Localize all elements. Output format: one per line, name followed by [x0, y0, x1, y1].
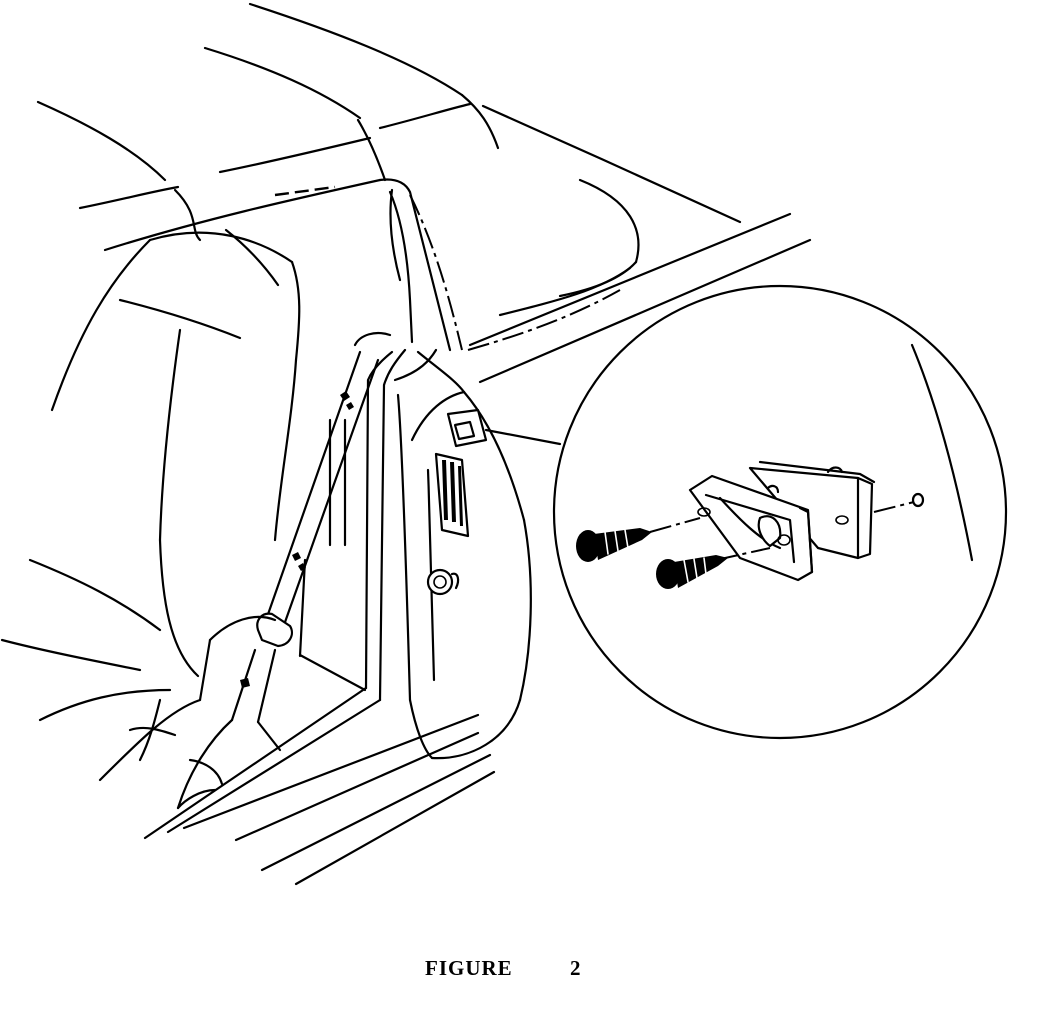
screw-upper	[576, 528, 652, 562]
seat	[0, 228, 301, 782]
figure-label: FIGURE	[425, 956, 513, 980]
striker-assembly-exploded	[649, 460, 925, 582]
detail-callout-circle	[552, 284, 1008, 740]
jamb-hardware	[426, 408, 562, 596]
roll-bar-pillar	[378, 178, 812, 384]
figure-number: 2	[570, 956, 582, 980]
door-jamb	[143, 348, 532, 886]
screw-lower	[656, 555, 728, 589]
soft-top-roof	[36, 2, 742, 317]
seat-belt	[176, 331, 392, 810]
